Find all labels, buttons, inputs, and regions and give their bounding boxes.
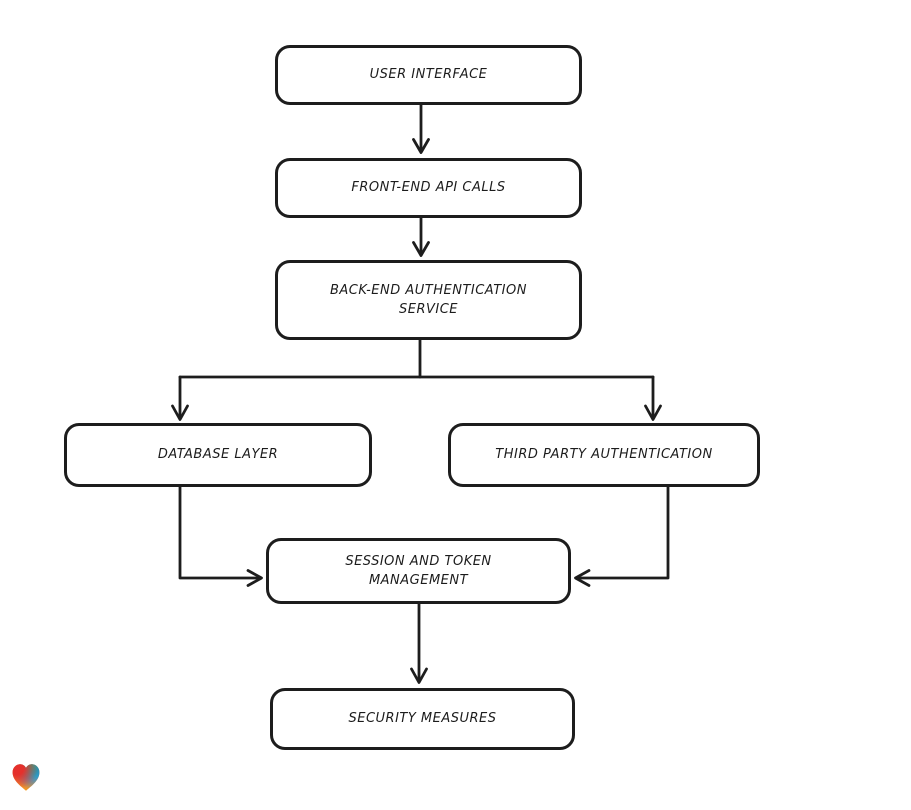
node-label: FRONT-END API CALLS [351,180,506,196]
node-label: SECURITY MEASURES [348,711,497,727]
node-database-layer[interactable]: DATABASE LAYER [64,423,372,487]
node-session-and-token-management[interactable]: SESSION AND TOKEN MANAGEMENT [266,538,571,604]
node-third-party-authentication[interactable]: THIRD PARTY AUTHENTICATION [448,423,760,487]
edge-user-interface-to-front-end [412,103,430,154]
edge-third-party-to-session [574,485,670,587]
edge-session-to-security [410,602,428,684]
node-front-end-api-calls[interactable]: FRONT-END API CALLS [275,158,582,218]
node-label: THIRD PARTY AUTHENTICATION [495,447,713,463]
node-label: USER INTERFACE [369,67,488,83]
node-back-end-authentication-service[interactable]: BACK-END AUTHENTICATION SERVICE [275,260,582,340]
node-label: DATABASE LAYER [157,447,279,463]
node-label: SESSION AND TOKEN MANAGEMENT [345,553,492,589]
node-security-measures[interactable]: SECURITY MEASURES [270,688,575,750]
edge-database-to-session [178,485,263,587]
edge-back-end-branch [171,338,662,421]
edge-front-end-to-back-end [412,216,430,257]
node-user-interface[interactable]: USER INTERFACE [275,45,582,105]
node-label: BACK-END AUTHENTICATION SERVICE [330,282,527,318]
